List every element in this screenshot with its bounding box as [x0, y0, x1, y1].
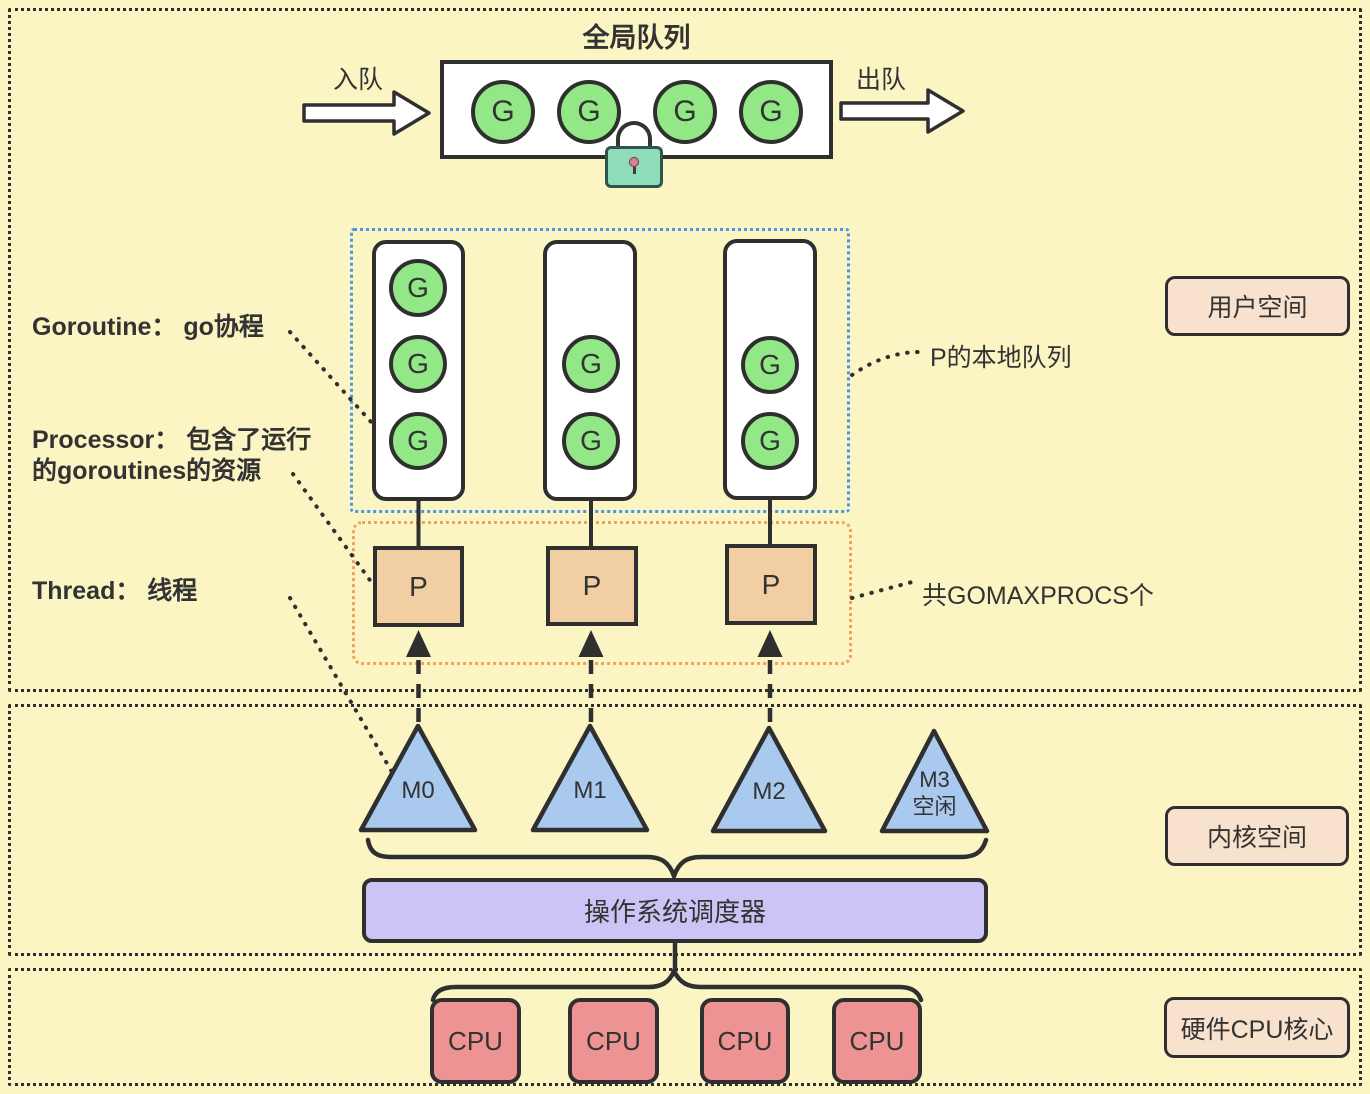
goroutine-circle: G: [389, 412, 447, 470]
dequeue-label: 出队: [856, 66, 907, 94]
thread-triangle-m2: M2: [709, 723, 829, 835]
kernel-space-tag: 内核空间: [1165, 806, 1349, 866]
user-space-tag: 用户空间: [1165, 276, 1350, 336]
thread-triangle-m1: M1: [529, 721, 651, 834]
local-queue-annotation: P的本地队列: [930, 344, 1072, 372]
thread-label: M2: [752, 778, 786, 805]
legend-thread: Thread： 线程: [32, 577, 198, 605]
kernel-space-section: [8, 704, 1362, 956]
goroutine-circle: G: [562, 335, 620, 393]
goroutine-circle: G: [562, 412, 620, 470]
gomaxprocs-annotation: 共GOMAXPROCS个: [922, 582, 1154, 610]
cpu-box: CPU: [568, 998, 659, 1084]
goroutine-circle: G: [739, 80, 803, 144]
cpu-box: CPU: [832, 998, 922, 1084]
enqueue-label: 入队: [333, 66, 384, 94]
user-space-section: [8, 8, 1362, 692]
goroutine-circle: G: [741, 336, 799, 394]
goroutine-circle: G: [389, 335, 447, 393]
legend-processor: Processor： 包含了运行的goroutines的资源: [32, 426, 312, 485]
cpu-box: CPU: [430, 998, 521, 1084]
os-scheduler-bar: 操作系统调度器: [362, 878, 988, 943]
thread-label: M3: [919, 767, 950, 792]
goroutine-circle: G: [741, 412, 799, 470]
thread-label: M0: [401, 777, 435, 804]
thread-triangle-m0: M0: [357, 721, 479, 834]
cpu-box: CPU: [700, 998, 790, 1084]
hardware-cpu-tag: 硬件CPU核心: [1164, 997, 1350, 1058]
goroutine-circle: G: [557, 80, 621, 144]
thread-label: M1: [573, 777, 607, 804]
lock-keyhole-icon: [629, 157, 639, 167]
thread-triangle-m3: M3 空闲: [878, 726, 991, 835]
goroutine-circle: G: [653, 80, 717, 144]
lock-icon: [605, 146, 663, 188]
hardware-section: [8, 968, 1362, 1086]
processor-p2: P: [546, 546, 638, 626]
processor-p3: P: [725, 544, 817, 625]
thread-status-label: 空闲: [912, 794, 957, 819]
goroutine-circle: G: [471, 80, 535, 144]
goroutine-circle: G: [389, 259, 447, 317]
lock-keyhole-stem: [632, 167, 636, 174]
lock-shackle-icon: [616, 121, 652, 151]
global-queue-title: 全局队列: [582, 23, 691, 53]
processor-p1: P: [373, 546, 464, 627]
legend-goroutine: Goroutine： go协程: [32, 313, 264, 341]
